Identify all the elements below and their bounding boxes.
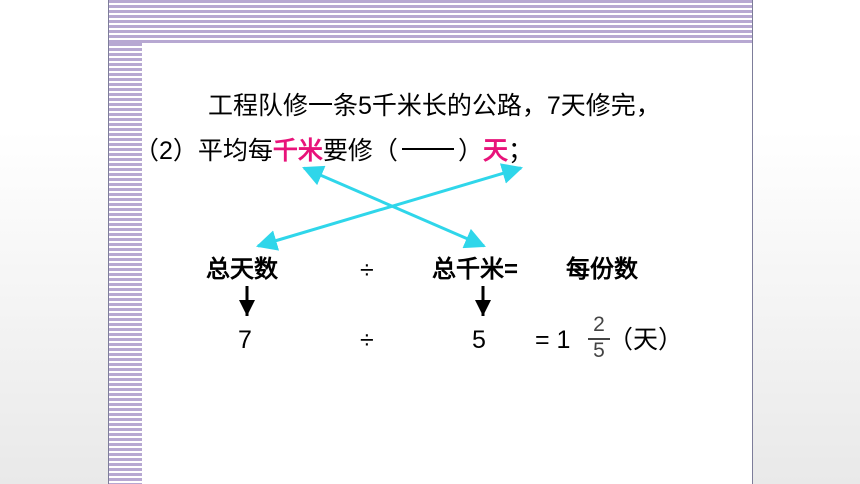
formula-total-days: 总天数: [206, 256, 278, 283]
keyword-day: 天: [482, 137, 508, 165]
problem-line-1: 工程队修一条5千米长的公路，7天修完，: [208, 92, 661, 120]
formula-divide: ÷: [360, 256, 374, 284]
arrow-day-to-total-days: [255, 163, 524, 251]
keyword-kilometer: 千米: [272, 137, 323, 165]
calc-divide: ÷: [360, 326, 374, 354]
decorative-stripes-top: [109, 0, 752, 43]
problem-line-2-end: ；: [507, 137, 533, 165]
slide: [108, 0, 753, 484]
problem-line-2-middle: 要修（: [322, 137, 398, 165]
problem-line-2-close: ）: [457, 137, 483, 165]
calc-equals-whole: = 1: [535, 326, 571, 354]
formula-total-km: 总千米=: [432, 256, 519, 283]
answer-blank: [401, 148, 454, 150]
down-arrow-total-days-head: [239, 300, 255, 316]
decorative-stripes-left: [109, 43, 142, 484]
fraction-numerator: 2: [593, 313, 605, 336]
problem-line-2-prefix: （2）平均每: [134, 137, 273, 165]
fraction-denominator: 5: [593, 339, 605, 362]
down-arrow-total-km-head: [475, 300, 491, 316]
calc-divisor: 5: [472, 326, 486, 354]
calc-fraction: 2 5: [586, 314, 612, 364]
fraction-bar: [588, 338, 610, 340]
problem-line-2: （2）平均每千米要修（ ）天；: [134, 136, 533, 166]
calc-dividend: 7: [238, 326, 252, 354]
formula-per-share: 每份数: [566, 256, 638, 283]
calc-unit: （天）: [608, 326, 684, 354]
